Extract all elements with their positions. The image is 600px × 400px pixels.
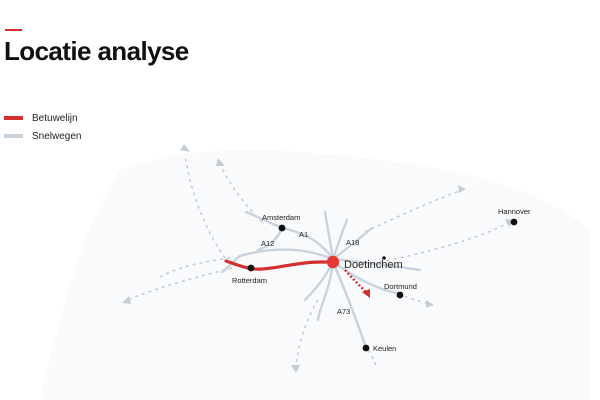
legend-label-betuwelijn: Betuwelijn (32, 112, 78, 124)
direction-arrows (127, 154, 511, 369)
map-labels: Amsterdam Rotterdam Hannover Dortmund Ke… (232, 207, 531, 353)
arrowhead-north-east (458, 185, 466, 193)
legend: Betuwelijn Snelwegen (4, 109, 81, 145)
highway-amsterdam-west (244, 210, 284, 230)
arrowhead-south-east (426, 300, 434, 308)
highway-east (331, 257, 422, 272)
highway-a1 (280, 226, 335, 261)
legend-label-snelwegen: Snelwegen (32, 130, 82, 142)
highway-a18-north (331, 218, 349, 261)
label-a12: A12 (261, 239, 274, 248)
betuwelijn-route (224, 259, 335, 271)
highway-north-branch (323, 210, 335, 261)
highway-a73 (316, 260, 335, 322)
highway-dortmund (331, 260, 402, 296)
arrow-north-east (364, 189, 463, 233)
background-land-shapes (40, 150, 590, 400)
label-amsterdam: Amsterdam (262, 213, 300, 222)
page-title: Locatie analyse (4, 36, 189, 66)
arrowheads (122, 144, 514, 373)
highway-rotterdam (220, 254, 242, 274)
arrowhead-north-west-1 (180, 144, 190, 152)
label-doetinchem: Doetinchem (344, 259, 403, 271)
arrow-south-west (295, 299, 319, 369)
arrowhead-south-west (291, 365, 300, 373)
city-dot-small (382, 256, 386, 260)
betuwelijn-extension-arrow (344, 269, 367, 293)
label-dortmund: Dortmund (384, 282, 417, 291)
label-hannover: Hannover (498, 207, 531, 216)
highway-keulen (331, 260, 368, 350)
red-line-swatch-icon (4, 116, 23, 120)
arrow-west-2 (127, 267, 233, 301)
highways (220, 210, 422, 350)
label-a73: A73 (337, 307, 350, 316)
label-a18: A18 (346, 238, 359, 247)
arrowhead-north-west-2 (216, 158, 225, 166)
arrow-south-keulen (367, 349, 377, 367)
blue-grey-line-swatch-icon (4, 134, 23, 138)
arrow-north-west-1 (184, 154, 226, 259)
arrow-east-hannover (379, 221, 511, 263)
city-dot-keulen (362, 344, 370, 352)
label-rotterdam: Rotterdam (232, 276, 267, 285)
arrow-west-1 (157, 257, 231, 279)
highway-a12 (238, 248, 335, 261)
highway-a18-east (331, 226, 374, 261)
title-accent-bar (5, 29, 22, 31)
label-keulen: Keulen (373, 344, 396, 353)
label-a1: A1 (299, 230, 308, 239)
focus-city-dot-doetinchem (326, 255, 340, 269)
city-dot-dortmund (396, 291, 404, 299)
betuwelijn-arrowhead (362, 289, 370, 298)
arrowhead-west-2 (122, 296, 131, 304)
city-dot-amsterdam (278, 224, 286, 232)
legend-item-snelwegen: Snelwegen (4, 127, 81, 145)
city-markers (247, 218, 518, 352)
city-dot-rotterdam (247, 264, 255, 272)
legend-item-betuwelijn: Betuwelijn (4, 109, 81, 127)
arrow-north-west-2 (221, 167, 263, 223)
city-dot-hannover (510, 218, 518, 226)
